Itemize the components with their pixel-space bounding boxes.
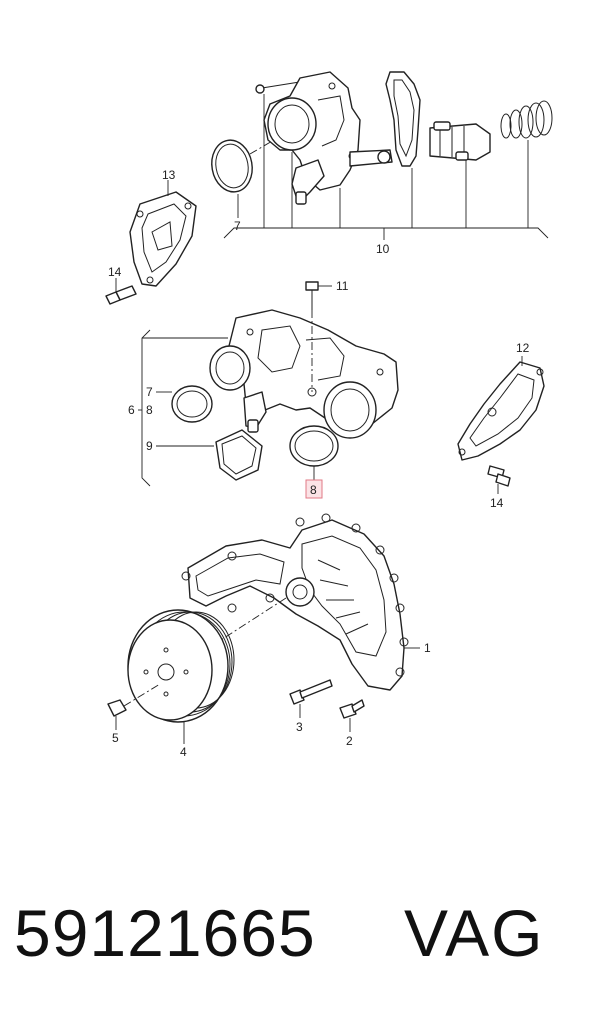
callout-7-top[interactable]: 7 [234,219,241,233]
o-ring-top [211,139,275,218]
exploded-parts-diagram: 13 7 10 14 11 12 7 6 8 9 8 14 1 3 5 2 4 [105,71,553,759]
footer: 59121665 VAG [0,888,600,978]
callout-1[interactable]: 1 [424,641,431,655]
callout-6[interactable]: 6 [128,403,135,417]
callout-8-bracket[interactable]: 8 [146,403,153,417]
cover-plate-13 [129,180,197,287]
pulley-4 [127,609,235,744]
callout-12[interactable]: 12 [516,341,530,355]
bolt-11 [305,281,332,392]
callout-14-right[interactable]: 14 [490,496,504,510]
callout-4[interactable]: 4 [180,745,187,759]
bolt-2 [339,699,365,732]
coolant-pump-housing [138,281,399,487]
bolt-14-left [105,278,137,305]
spring [500,100,553,139]
callout-13[interactable]: 13 [162,168,176,182]
bolt-3 [289,679,333,718]
callout-8-highlighted[interactable]: 8 [310,483,317,497]
callout-9[interactable]: 9 [146,439,153,453]
callout-7-mid[interactable]: 7 [146,385,153,399]
o-ring-mid [156,385,213,423]
part-number: 59121665 [14,896,316,970]
o-ring-8 [289,425,339,480]
cover-plate-12 [457,356,545,494]
callout-8-highlight-box [305,479,323,499]
callout-3[interactable]: 3 [296,720,303,734]
water-pump [181,513,420,691]
brand-name: VAG [404,896,545,970]
callout-14-left[interactable]: 14 [108,265,122,279]
gasket-9 [156,429,263,481]
callout-10[interactable]: 10 [376,242,390,256]
bolt-5 [107,683,161,730]
callout-2[interactable]: 2 [346,734,353,748]
thermostat-housing-assembly [223,71,553,240]
callout-11[interactable]: 11 [336,279,349,293]
callout-5[interactable]: 5 [112,731,119,745]
